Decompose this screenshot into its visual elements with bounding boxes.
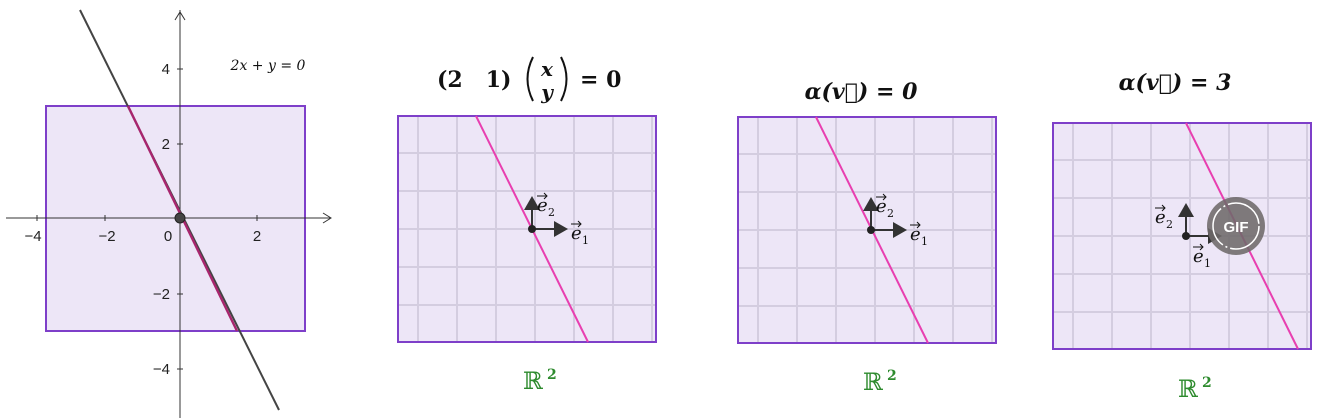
basis-label-e2: e 2	[876, 193, 894, 220]
x-tick-label: −4	[24, 228, 41, 245]
basis-label-e2: e 2	[1155, 204, 1173, 231]
column-vector-top: x	[540, 57, 554, 81]
left-paren-icon	[526, 56, 534, 102]
x-tick-label: 0	[164, 228, 172, 245]
svg-text:2: 2	[1202, 375, 1212, 391]
svg-text:e: e	[910, 224, 921, 245]
panel-title: (2 1) x y = 0	[437, 56, 621, 104]
equals-zero: = 0	[580, 67, 621, 93]
vector-arrow-icon	[571, 220, 582, 228]
panel-covector-zero: α(v⃗) = 0 e 1 e 2	[737, 79, 997, 396]
plane-grid	[398, 116, 656, 342]
svg-text:2: 2	[548, 206, 555, 219]
panel-title: α(v⃗) = 3	[1119, 70, 1232, 96]
svg-text:1: 1	[582, 234, 589, 247]
basis-label-e1: e 1	[571, 220, 589, 247]
gif-play-button[interactable]: GIF	[1207, 197, 1265, 255]
y-tick-label: −2	[153, 286, 170, 303]
svg-text:ℝ: ℝ	[1178, 375, 1199, 403]
space-label: ℝ 2	[1178, 375, 1212, 403]
svg-text:e: e	[876, 196, 887, 217]
basis-label-e1: e 1	[910, 221, 928, 248]
y-axis-arrow-icon	[174, 11, 186, 21]
y-tick-label: 2	[162, 136, 170, 153]
coordinate-graph: −4 −2 0 2 4 2 −2 −4 2x + y = 0	[6, 9, 332, 418]
right-paren-icon	[560, 56, 568, 102]
column-vector-bottom: y	[540, 80, 554, 104]
equation-label: 2x + y = 0	[230, 58, 306, 74]
x-tick-label: 2	[253, 228, 261, 245]
x-tick-label: −2	[98, 228, 115, 245]
vector-arrow-icon	[1155, 204, 1166, 212]
svg-text:1: 1	[921, 235, 928, 248]
y-tick-label: −4	[153, 361, 170, 378]
space-label: ℝ 2	[523, 367, 557, 395]
svg-text:e: e	[571, 223, 582, 244]
vector-arrow-icon	[910, 221, 921, 229]
x-axis-arrow-icon	[322, 212, 332, 224]
origin-point	[867, 226, 875, 234]
origin-point	[528, 225, 536, 233]
origin-point	[174, 212, 186, 224]
vector-arrow-icon	[537, 192, 548, 200]
panel-title: α(v⃗) = 0	[805, 79, 918, 105]
svg-text:1: 1	[1204, 257, 1211, 270]
plane-grid	[738, 117, 996, 343]
origin-point	[1182, 232, 1190, 240]
svg-text:ℝ: ℝ	[863, 368, 884, 396]
svg-text:e: e	[537, 195, 548, 216]
svg-text:ℝ: ℝ	[523, 367, 544, 395]
svg-text:2: 2	[887, 368, 897, 384]
basis-label-e2: e 2	[537, 192, 555, 219]
svg-text:2: 2	[1166, 218, 1173, 231]
panel-covector-three: α(v⃗) = 3 e 1 e 2	[1052, 70, 1312, 403]
y-tick-label: 4	[162, 61, 170, 78]
gif-badge-label: GIF	[1224, 219, 1249, 236]
space-label: ℝ 2	[863, 368, 897, 396]
plane-border	[1052, 122, 1312, 350]
vector-arrow-icon	[876, 193, 887, 201]
vector-arrow-icon	[1193, 243, 1204, 251]
svg-text:e: e	[1193, 246, 1204, 267]
panel-matrix-equation: (2 1) x y = 0 e 1	[397, 56, 657, 395]
plane-border	[397, 115, 657, 343]
svg-text:2: 2	[887, 207, 894, 220]
gif-ring-icon	[1212, 202, 1260, 250]
plane-border	[737, 116, 997, 344]
svg-text:2: 2	[547, 367, 557, 383]
svg-text:e: e	[1155, 207, 1166, 228]
basis-label-e1: e 1	[1193, 243, 1211, 270]
row-vector: (2 1)	[437, 67, 511, 93]
